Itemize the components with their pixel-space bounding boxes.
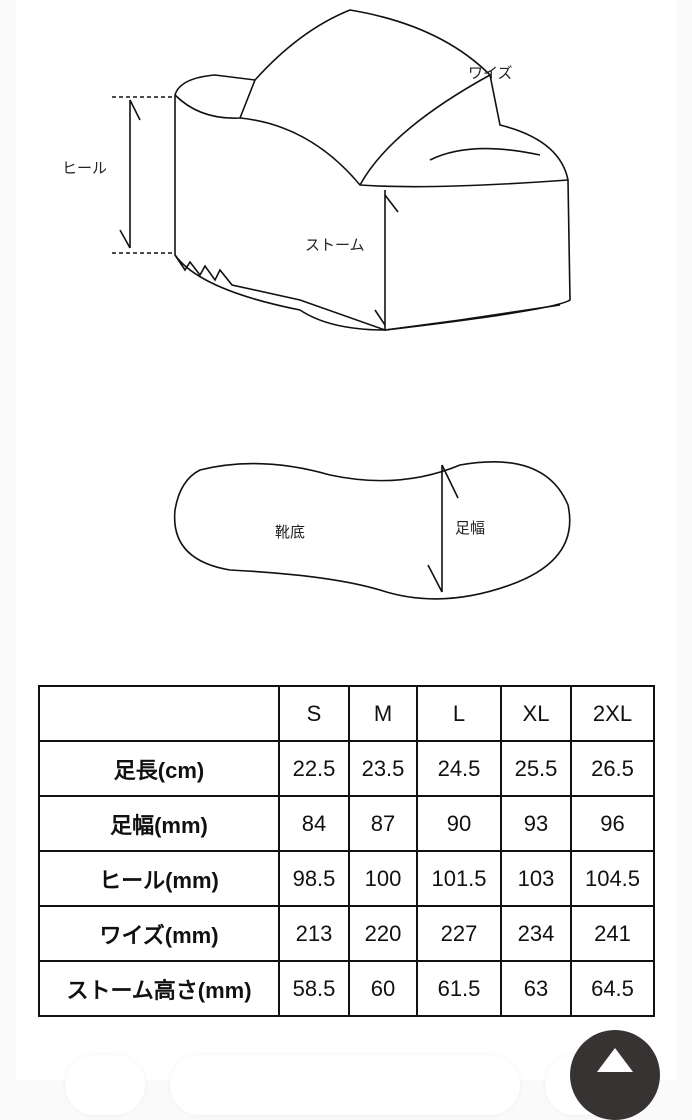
cell: 227 [416, 905, 502, 962]
cell: 103 [500, 850, 572, 907]
header-cell: 2XL [570, 685, 655, 742]
cell: 90 [416, 795, 502, 852]
header-cell: XL [500, 685, 572, 742]
table-header-row: S M L XL 2XL [38, 685, 655, 742]
cell: 84 [278, 795, 350, 852]
cell: 23.5 [348, 740, 418, 797]
row-label: ワイズ(mm) [38, 905, 280, 962]
header-cell: L [416, 685, 502, 742]
label-foot-width: 足幅 [455, 519, 486, 537]
cell: 101.5 [416, 850, 502, 907]
table-row: 足幅(mm) 84 87 90 93 96 [38, 795, 655, 852]
row-label: ヒール(mm) [38, 850, 280, 907]
cell: 87 [348, 795, 418, 852]
cell: 100 [348, 850, 418, 907]
cell: 104.5 [570, 850, 655, 907]
sole-illustration [173, 461, 571, 600]
label-storm: ストーム [305, 236, 365, 254]
cell: 96 [570, 795, 655, 852]
cell: 26.5 [570, 740, 655, 797]
cell: 220 [348, 905, 418, 962]
cell: 213 [278, 905, 350, 962]
header-cell: S [278, 685, 350, 742]
label-heel: ヒール [62, 159, 108, 177]
table-row: 足長(cm) 22.5 23.5 24.5 25.5 26.5 [38, 740, 655, 797]
table-row: ワイズ(mm) 213 220 227 234 241 [38, 905, 655, 962]
cell: 58.5 [278, 960, 350, 1017]
sandal-side-illustration [112, 9, 571, 331]
cell: 234 [500, 905, 572, 962]
sandal-diagram [112, 9, 571, 600]
row-label: 足幅(mm) [38, 795, 280, 852]
cell: 24.5 [416, 740, 502, 797]
label-sole: 靴底 [275, 523, 306, 541]
cell: 98.5 [278, 850, 350, 907]
table-row: ストーム高さ(mm) 58.5 60 61.5 63 64.5 [38, 960, 655, 1017]
cell: 22.5 [278, 740, 350, 797]
cell: 241 [570, 905, 655, 962]
bottom-nav-button[interactable] [170, 1055, 520, 1115]
header-cell [38, 685, 280, 742]
cell: 63 [500, 960, 572, 1017]
row-label: 足長(cm) [38, 740, 280, 797]
cell: 25.5 [500, 740, 572, 797]
cell: 60 [348, 960, 418, 1017]
scroll-to-top-button[interactable] [570, 1030, 660, 1120]
cell: 61.5 [416, 960, 502, 1017]
row-label: ストーム高さ(mm) [38, 960, 280, 1017]
bottom-nav-button[interactable] [65, 1055, 145, 1115]
cell: 93 [500, 795, 572, 852]
cell: 64.5 [570, 960, 655, 1017]
table-row: ヒール(mm) 98.5 100 101.5 103 104.5 [38, 850, 655, 907]
size-table: S M L XL 2XL 足長(cm) 22.5 23.5 24.5 25.5 … [38, 685, 655, 1017]
label-width: ワイズ [468, 64, 513, 82]
header-cell: M [348, 685, 418, 742]
